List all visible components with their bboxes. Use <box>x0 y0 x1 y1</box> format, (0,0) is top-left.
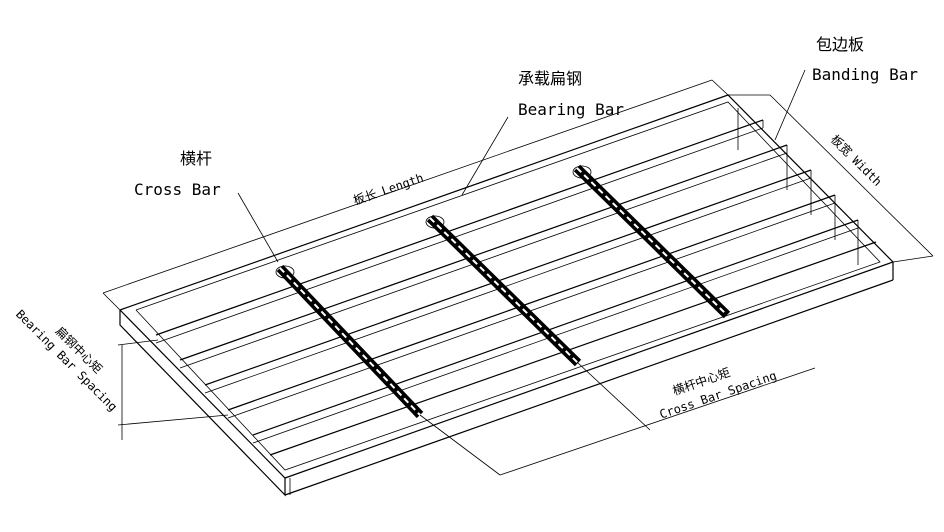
bearing-spacing-en: Bearing Bar Spacing <box>13 307 120 414</box>
bearing-bar-cn: 承载扁钢 <box>518 69 582 88</box>
cross-bars <box>275 164 731 419</box>
width-cn: 板宽 <box>828 132 856 160</box>
width-en: Width <box>849 153 884 188</box>
bearing-bar-en: Bearing Bar <box>518 100 624 119</box>
cross-bar-3 <box>572 164 731 319</box>
banding-bar-cn: 包边板 <box>816 35 864 54</box>
labels: 包边板 Banding Bar 承载扁钢 Bearing Bar 横杆 Cros… <box>13 35 918 422</box>
dimension-lines <box>102 79 934 476</box>
length-cn: 板长 <box>351 187 378 208</box>
length-label: 板长 Length <box>351 171 425 208</box>
cross-spacing-label: 横杆中心矩 Cross Bar Spacing <box>658 364 779 421</box>
cross-bar-en: Cross Bar <box>134 180 221 199</box>
leader-lines <box>237 69 806 263</box>
cross-bar-cn: 横杆 <box>180 149 212 168</box>
bearing-bars <box>155 108 877 456</box>
cross-bar-1 <box>275 264 424 419</box>
bearing-spacing-label: 扁钢中心矩 Bearing Bar Spacing <box>13 307 120 414</box>
length-en: Length <box>380 171 426 198</box>
banding-bar-en: Banding Bar <box>812 65 918 84</box>
cross-bar-2 <box>425 214 582 367</box>
